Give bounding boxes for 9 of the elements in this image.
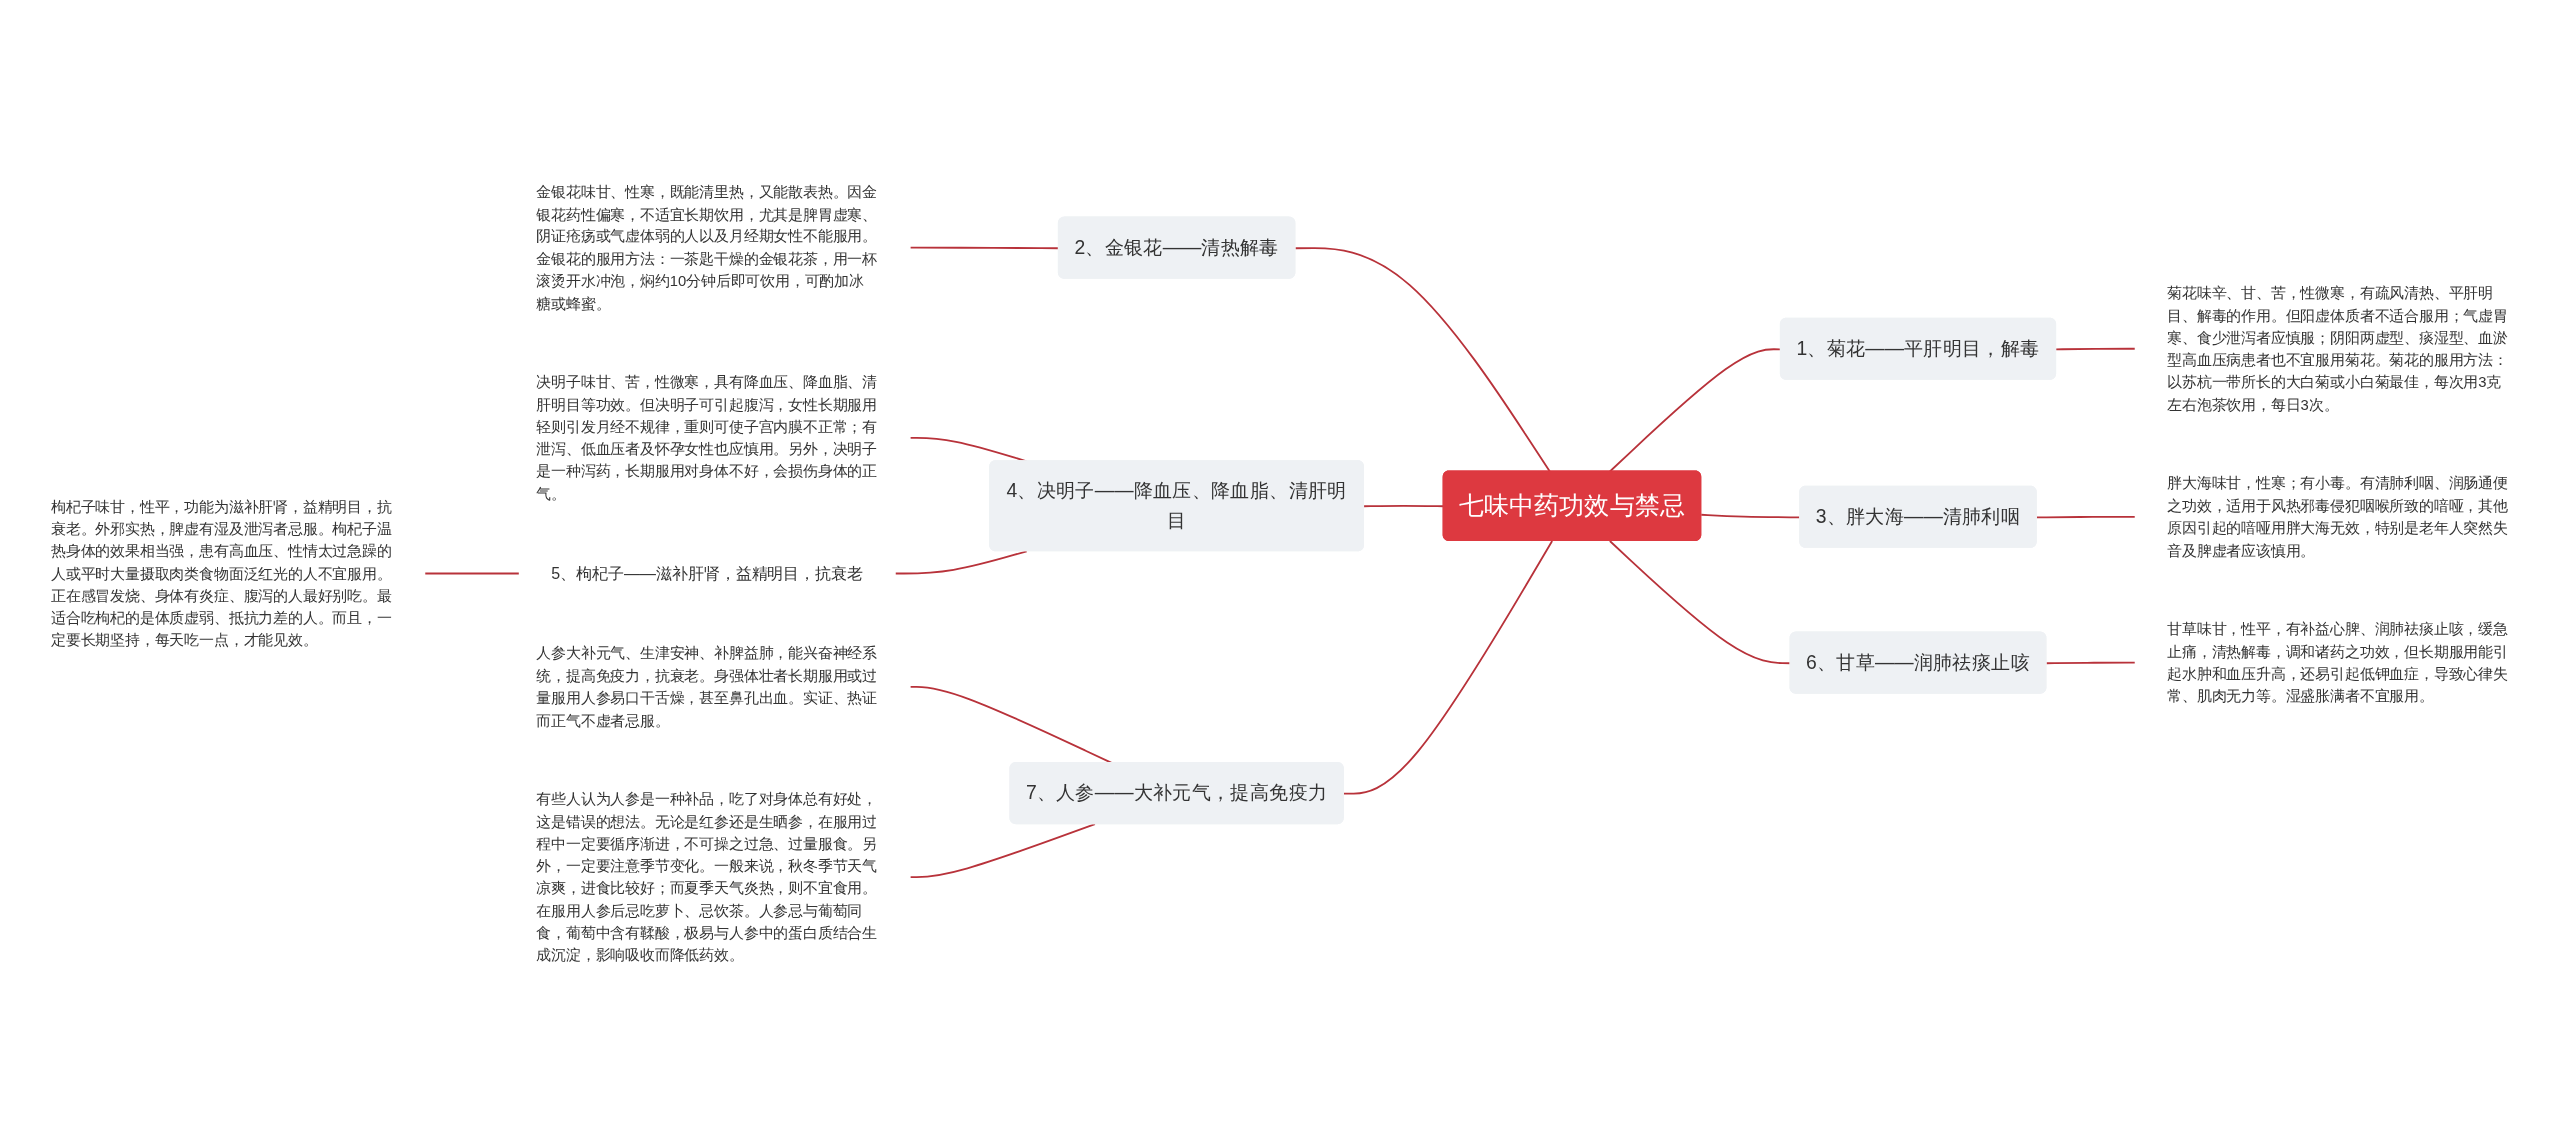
node-text: 5、枸杞子——滋补肝肾，益精明目，抗衰老 xyxy=(551,563,864,583)
node-text: 甘草味甘，性平，有补益心脾、润肺祛痰止咳，缓急止痛，清热解毒，调和诸药之功效，但长期服用能引起水肿和血压升高，还易引起低钾血症，导致心律失常、肌肉无力等。湿盛胀满者不宜服用。 xyxy=(2167,620,2508,705)
node-text: 人参大补元气、生津安神、补脾益肺，能兴奋神经系统，提高免疫力，抗衰老。身强体壮者长期服用或过量服用人参易口干舌燥，甚至鼻孔出血。实证、热证而正气不虚者忌服。 xyxy=(536,644,877,729)
node-text: 决明子味甘、苦，性微寒，具有降血压、降血脂、清肝明目等功效。但决明子可引起腹泻，女性长期服用轻则引发月经不规律，重则可使子宫内膜不正常；有泄泻、低血压者及怀孕女性也应慎用。另外，决明子是一种泻药，长期服用对身体不好，会损伤身体的正气。 xyxy=(536,373,877,502)
node-text: 有些人认为人参是一种补品，吃了对身体总有好处，这是错误的想法。无论是红参还是生晒参，在服用过程中一定要循序渐进，不可操之过急、过量服食。另外，一定要注意季节变化。一般来说，秋冬季节天气凉爽，进食比较好；而夏季天气炎热，则不宜食用。在服用人参后忌吃萝卜、忌饮茶。人参忌与葡萄同食，葡萄中含有鞣酸，极易与人参中的蛋白质结合生成沉淀，影响吸收而降低药效。 xyxy=(536,790,877,964)
node-text: 胖大海味甘，性寒；有小毒。有清肺利咽、润肠通便之功效，适用于风热邪毒侵犯咽喉所致的喑哑，其他原因引起的喑哑用胖大海无效，特别是老年人突然失音及脾虚者应该慎用。 xyxy=(2167,474,2508,559)
node-text: 菊花味辛、甘、苦，性微寒，有疏风清热、平肝明目、解毒的作用。但阳虚体质者不适合服用；气虚胃寒、食少泄泻者应慎服；阴阳两虚型、痰湿型、血淤型高血压病患者也不宜服用菊花。菊花的服用方法：以苏杭一带所长的大白菊或小白菊最佳，每次用3克左右泡茶饮用，每日3次。 xyxy=(2167,284,2508,413)
node-text: 枸杞子味甘，性平，功能为滋补肝肾，益精明目，抗衰老。外邪实热，脾虚有湿及泄泻者忌服。枸杞子温热身体的效果相当强，患有高血压、性情太过急躁的人或平时大量摄取肉类食物面泛红光的人不宜服用。正在感冒发烧、身体有炎症、腹泻的人最好别吃。最适合吃枸杞的是体质虚弱、抵抗力差的人。而且，一定要长期坚持，每天吃一点，才能见效。 xyxy=(51,498,392,649)
node-text: 金银花味甘、性寒，既能清里热，又能散表热。因金银花药性偏寒，不适宜长期饮用，尤其是脾胃虚寒、阴证疮疡或气虚体弱的人以及月经期女性不能服用。金银花的服用方法：一茶匙干燥的金银花茶，用一杯滚烫开水冲泡，焖约10分钟后即可饮用，可酌加冰糖或蜂蜜。 xyxy=(536,183,877,312)
